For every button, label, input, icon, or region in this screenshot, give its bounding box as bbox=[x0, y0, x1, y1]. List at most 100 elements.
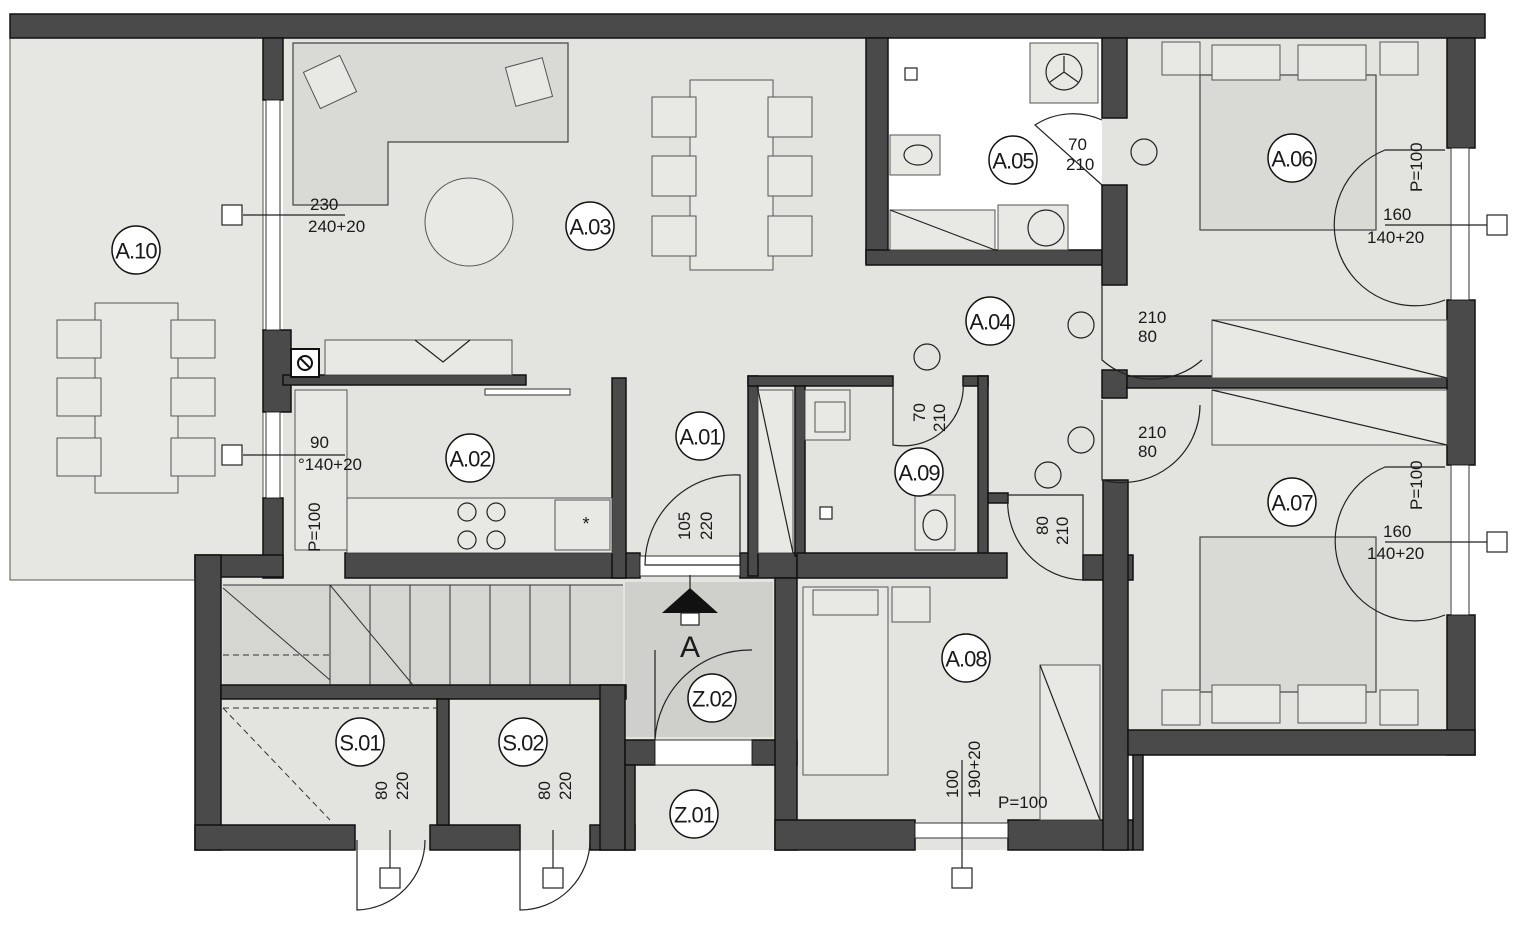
door-frame-entry bbox=[654, 739, 753, 766]
door-swings bbox=[356, 113, 1446, 911]
room-label-circle bbox=[941, 633, 991, 683]
room-label-circle bbox=[669, 789, 719, 839]
dim-room8-window-b: 190+20 bbox=[965, 741, 984, 798]
sink bbox=[554, 499, 611, 551]
dim-bed1-window-top: 160 bbox=[1383, 205, 1411, 224]
dimension-leaders bbox=[243, 214, 1495, 878]
svg-text:*: * bbox=[582, 514, 589, 534]
dim-bed2-door-top: 210 bbox=[1138, 423, 1166, 442]
wall bbox=[747, 375, 894, 387]
room-label-text: A.09 bbox=[898, 461, 940, 486]
dim-s01-door-a: 80 bbox=[372, 781, 391, 800]
dining-table bbox=[689, 79, 774, 271]
wall bbox=[796, 552, 1008, 579]
dim-room8-door-b: 210 bbox=[1053, 517, 1072, 545]
room-label-circle bbox=[111, 225, 161, 275]
wall bbox=[865, 249, 1105, 266]
room-label-text: A.08 bbox=[945, 647, 987, 672]
room-label-text: A.01 bbox=[679, 425, 721, 450]
stove bbox=[457, 502, 506, 550]
dim-room8-door-a: 80 bbox=[1033, 516, 1052, 535]
nightstand bbox=[1161, 41, 1201, 76]
room-label-circle bbox=[988, 135, 1038, 185]
pillow bbox=[1297, 44, 1367, 81]
pillow bbox=[1297, 684, 1367, 724]
entrance-arrow-icon bbox=[662, 588, 718, 626]
washing-machine bbox=[1029, 42, 1099, 104]
room-label-a-07: A.07 bbox=[1267, 477, 1317, 527]
room-label-s-01: S.01 bbox=[335, 717, 385, 767]
room-label-circle bbox=[445, 433, 495, 483]
room-label-z-01: Z.01 bbox=[669, 789, 719, 839]
nightstand bbox=[1379, 689, 1419, 726]
door-frame-hall bbox=[639, 555, 741, 577]
dim-bed2-window-top: 160 bbox=[1383, 522, 1411, 541]
room-label-text: A.05 bbox=[992, 149, 1034, 174]
wall bbox=[194, 824, 356, 851]
room-label-circle bbox=[965, 296, 1015, 346]
room-label-text: A.07 bbox=[1271, 491, 1313, 516]
dim-hall-door-b: 220 bbox=[697, 512, 716, 540]
wall bbox=[987, 492, 1009, 504]
room-label-a-03: A.03 bbox=[565, 201, 615, 251]
wall bbox=[1446, 299, 1476, 466]
tv bbox=[414, 339, 471, 363]
tv-unit bbox=[324, 339, 513, 376]
room-label-a-02: A.02 bbox=[445, 433, 495, 483]
room-label-a-08: A.08 bbox=[941, 633, 991, 683]
dimension-tags bbox=[221, 204, 1508, 889]
fireplace-symbol bbox=[297, 355, 313, 371]
dim-s02-door-b: 220 bbox=[556, 772, 575, 800]
dim-living-window-top: 230 bbox=[310, 195, 338, 214]
pillow bbox=[1211, 44, 1281, 81]
room-label-text: A.03 bbox=[569, 215, 611, 240]
room-label-circle bbox=[1267, 477, 1317, 527]
washbasin bbox=[997, 204, 1069, 251]
dim-kitchen-window-bottom: °140+20 bbox=[298, 455, 362, 474]
dim-wc-door-a: 70 bbox=[910, 403, 929, 422]
room-label-text: Z.01 bbox=[674, 803, 715, 828]
dim-room8-window-a: 100 bbox=[943, 770, 962, 798]
dim-bed2-window-bottom: 140+20 bbox=[1367, 544, 1424, 563]
wall bbox=[1102, 479, 1129, 851]
nightstand bbox=[1379, 41, 1419, 76]
room-label-text: S.02 bbox=[502, 731, 544, 756]
room-label-circle bbox=[894, 447, 944, 497]
vent-tag bbox=[904, 67, 918, 81]
wall bbox=[1101, 37, 1128, 119]
terrace-table bbox=[94, 302, 179, 494]
wall bbox=[1446, 37, 1476, 149]
dim-kitchen-window-top: 90 bbox=[310, 433, 329, 452]
wall bbox=[429, 824, 521, 851]
dim-bed2-door-bottom: 80 bbox=[1138, 442, 1157, 461]
room-label-a-09: A.09 bbox=[894, 447, 944, 497]
wall bbox=[977, 375, 989, 577]
nightstand bbox=[1161, 689, 1201, 726]
wall bbox=[1127, 729, 1476, 756]
room-label-text: A.04 bbox=[969, 310, 1011, 335]
dim-bath-door-top: 70 bbox=[1068, 135, 1087, 154]
coffee-table bbox=[424, 177, 514, 267]
room-label-z-02: Z.02 bbox=[687, 673, 737, 723]
wall bbox=[599, 684, 626, 851]
wall bbox=[624, 739, 656, 766]
room-label-a-04: A.04 bbox=[965, 296, 1015, 346]
wall bbox=[747, 375, 759, 577]
dim-s01-door-b: 220 bbox=[393, 772, 412, 800]
wall bbox=[611, 377, 627, 579]
wall bbox=[344, 552, 641, 579]
room-label-a-10: A.10 bbox=[111, 225, 161, 275]
wall bbox=[624, 764, 636, 851]
room-label-a-05: A.05 bbox=[988, 135, 1038, 185]
dim-hall-door-a: 105 bbox=[675, 512, 694, 540]
wall-top bbox=[9, 13, 1486, 39]
cushion bbox=[302, 54, 358, 110]
nightstand bbox=[891, 586, 931, 623]
wall bbox=[220, 684, 627, 700]
sofa bbox=[292, 42, 569, 206]
dim-bed1-door-top: 210 bbox=[1138, 308, 1166, 327]
wall bbox=[262, 37, 284, 101]
staircase bbox=[222, 584, 623, 686]
